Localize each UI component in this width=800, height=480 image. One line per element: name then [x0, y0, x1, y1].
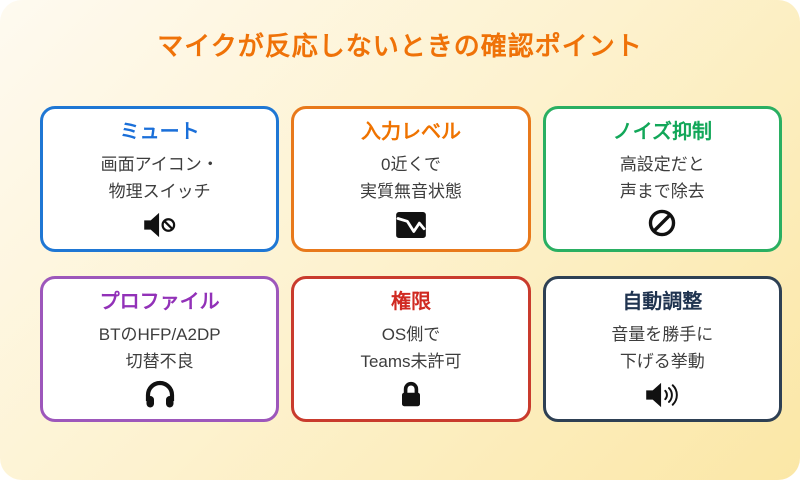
- prohibition-icon: [647, 209, 677, 238]
- card-noise-suppression: ノイズ抑制 高設定だと 声まで除去: [542, 106, 782, 252]
- description-line: Teams未許可: [360, 352, 462, 372]
- card-mute: ミュート 画面アイコン・ 物理スイッチ: [40, 106, 280, 252]
- description-line: 音量を勝手に: [611, 325, 714, 344]
- description-line: 画面アイコン・: [100, 155, 219, 174]
- card-title: プロファイル: [99, 291, 220, 313]
- card-description: 画面アイコン・ 物理スイッチ: [101, 151, 219, 205]
- speaker-volume-icon: [643, 382, 681, 408]
- description-line: BTのHFP/A2DP: [98, 325, 221, 344]
- description-line: 高設定だと: [619, 155, 705, 174]
- card-profile: プロファイル BTのHFP/A2DP 切替不良: [40, 276, 280, 422]
- card-title: 権限: [390, 291, 431, 313]
- card-description: OS側で Teams未許可: [360, 321, 461, 375]
- card-permission: 権限 OS側で Teams未許可: [291, 276, 531, 422]
- card-description: 0近くで 実質無音状態: [360, 151, 462, 205]
- card-title: ノイズ抑制: [612, 121, 713, 143]
- description-line: 切替不良: [125, 352, 194, 372]
- description-line: 物理スイッチ: [108, 182, 211, 202]
- card-description: BTのHFP/A2DP 切替不良: [99, 321, 221, 375]
- description-line: 実質無音状態: [359, 182, 462, 202]
- description-line: 声まで除去: [619, 182, 705, 202]
- description-line: OS側で: [381, 325, 441, 344]
- card-title: 自動調整: [622, 291, 703, 313]
- card-description: 高設定だと 声まで除去: [620, 151, 705, 205]
- card-input-level: 入力レベル 0近くで 実質無音状態: [291, 106, 531, 252]
- card-description: 音量を勝手に 下げる挙動: [611, 321, 713, 375]
- card-title: ミュート: [119, 121, 200, 143]
- description-line: 下げる挙動: [619, 352, 705, 372]
- card-grid: ミュート 画面アイコン・ 物理スイッチ 入力レベル 0近くで 実質無音状態: [0, 106, 800, 422]
- page-title: マイクが反応しないときの確認ポイント: [157, 31, 643, 61]
- declining-level-chart-icon: [396, 212, 426, 238]
- muted-speaker-icon: [141, 212, 179, 238]
- card-auto-adjust: 自動調整 音量を勝手に 下げる挙動: [542, 276, 782, 422]
- card-title: 入力レベル: [360, 121, 461, 143]
- lock-icon: [399, 381, 423, 408]
- description-line: 0近くで: [381, 155, 441, 174]
- headphones-icon: [144, 380, 176, 408]
